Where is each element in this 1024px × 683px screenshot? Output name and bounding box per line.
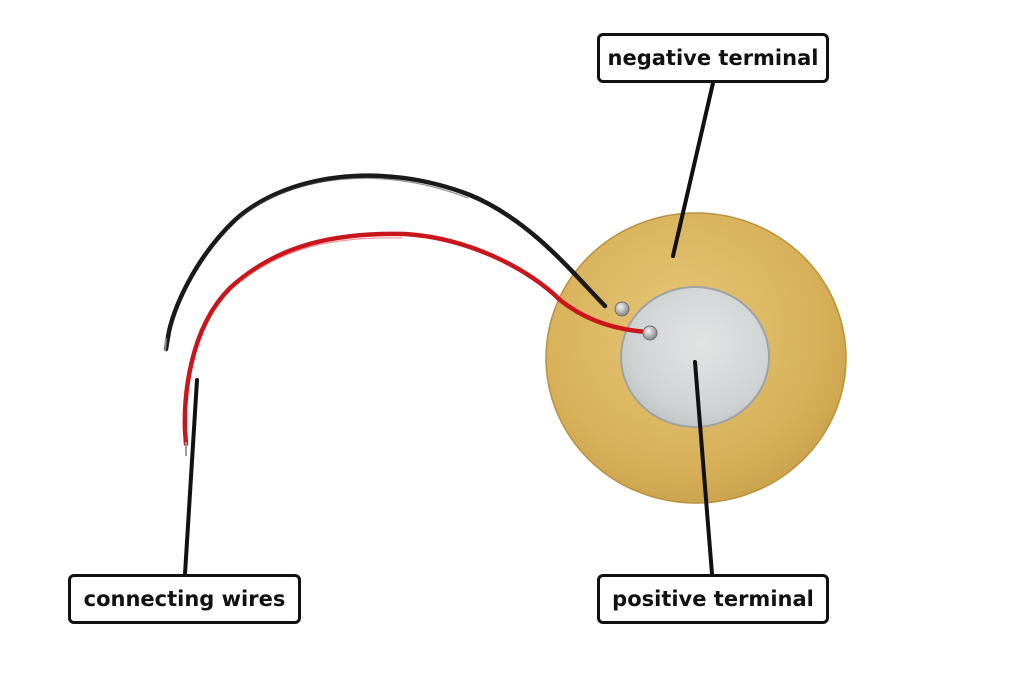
positive-solder-joint (642, 325, 658, 341)
black-wire-tip (164, 337, 167, 352)
leader-line-wires (183, 378, 199, 576)
leader-line-negative (671, 81, 715, 258)
ceramic-center (620, 286, 770, 428)
red-wire (182, 231, 651, 447)
negative-solder-joint (614, 301, 630, 317)
black-wire-highlight (239, 177, 469, 219)
positive-terminal-label: positive terminal (597, 574, 829, 624)
leader-line-positive (693, 360, 714, 576)
piezo-disc (545, 212, 847, 504)
connecting-wires-label: connecting wires (68, 574, 301, 624)
red-wire-highlight (239, 237, 403, 283)
negative-terminal-label: negative terminal (597, 33, 829, 83)
black-wire (163, 173, 608, 352)
